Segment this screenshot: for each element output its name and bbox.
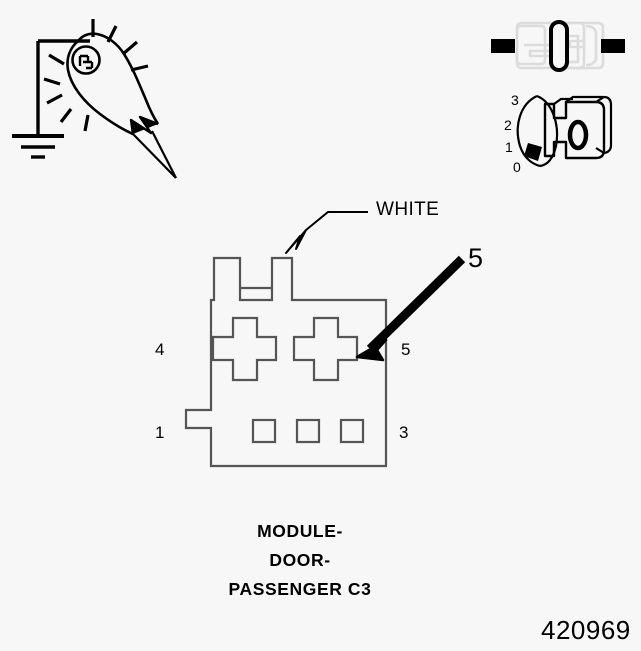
pin-label-3: 3 — [399, 423, 409, 442]
switch-position-3: 3 — [511, 92, 519, 108]
callout-number-5: 5 — [468, 243, 484, 273]
cavity-cross-right — [292, 316, 359, 382]
pin-label-4: 4 — [155, 340, 165, 359]
cavity-square-1 — [251, 418, 277, 444]
ignition-key-switch-icon — [516, 94, 613, 168]
cavity-5-callout-arrow — [355, 255, 466, 362]
pin-label-1: 1 — [155, 423, 165, 442]
figure-number: 420969 — [541, 615, 631, 645]
bulb-circle-icon — [71, 45, 101, 75]
switch-position-2: 2 — [504, 117, 512, 133]
lamp-filament-icon — [43, 19, 149, 132]
caption-line-2: DOOR- — [269, 550, 331, 570]
wire-color-label: WHITE — [376, 199, 440, 220]
switch-position-1: 1 — [505, 139, 513, 155]
cavity-highlight-oval — [549, 20, 569, 72]
pin-label-5: 5 — [401, 340, 411, 359]
cavity-cross-left — [211, 316, 278, 382]
ground-symbol-icon — [12, 39, 90, 159]
connector-body-outline — [184, 256, 388, 468]
caption-line-1: MODULE- — [257, 521, 343, 541]
connector-mating-halves-icon — [491, 20, 625, 72]
switch-position-0: 0 — [513, 159, 521, 175]
test-light-probe-icon — [66, 32, 177, 179]
caption-line-3: PASSENGER C3 — [228, 579, 372, 599]
cavity-square-2 — [295, 418, 321, 444]
white-wire-leader — [285, 211, 368, 254]
cavity-square-3 — [339, 418, 365, 444]
